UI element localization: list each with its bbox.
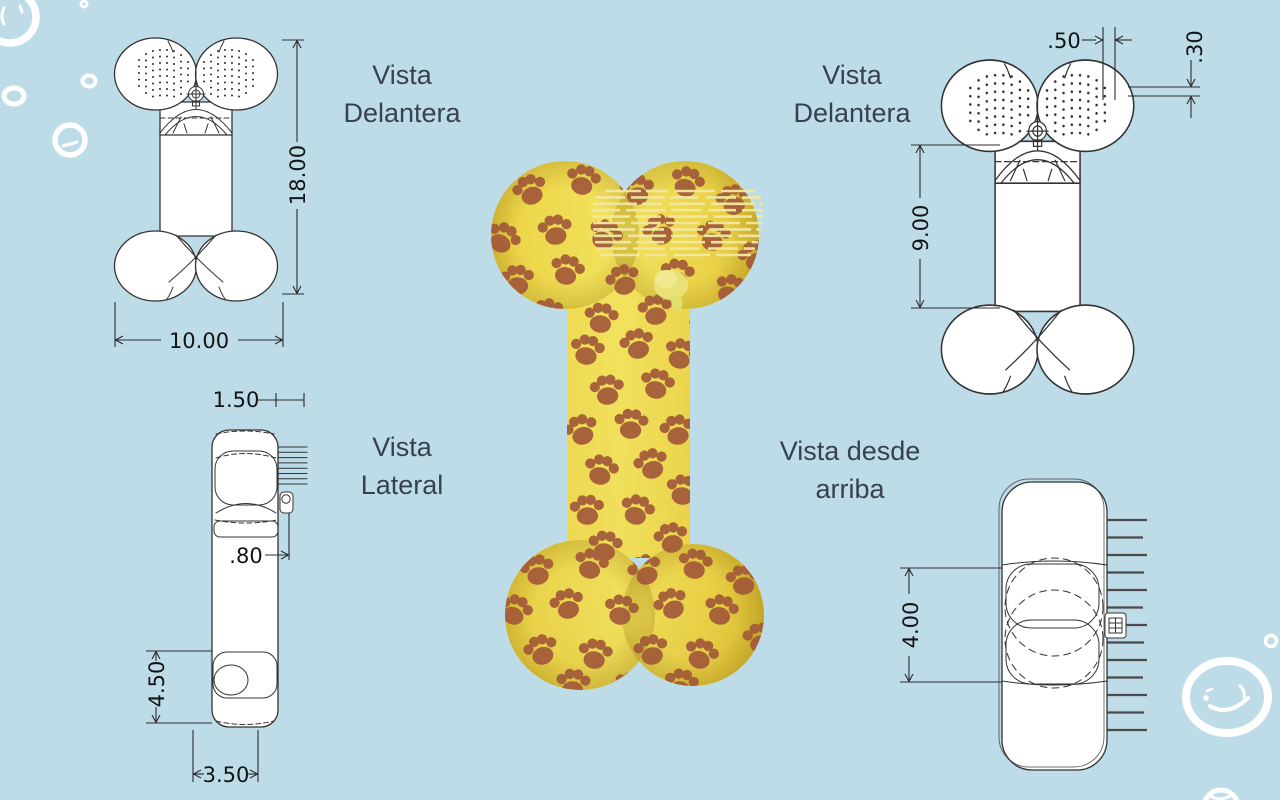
side-view-drawing: 1.50 .80 4.50 3.50	[145, 388, 308, 787]
bristles-3d	[592, 189, 763, 257]
dim-bristle-row-gap: .30	[1183, 30, 1207, 63]
side-knob-bolt	[279, 491, 294, 560]
dim-bristle-offset: .50	[1047, 29, 1080, 53]
label-line: Delantera	[343, 98, 461, 128]
label-line: Vista	[372, 432, 432, 462]
knob	[654, 270, 688, 311]
side-bristles	[277, 446, 308, 485]
top-view-drawing: 4.00	[899, 478, 1147, 771]
view-label-front-left: Vista Delantera	[302, 56, 502, 132]
top-bolt	[1104, 612, 1127, 639]
dimension-bottom-lobe-height: 4.50	[145, 650, 212, 724]
top-body	[998, 478, 1108, 771]
dimension-width: 10.00	[114, 302, 284, 353]
view-label-top: Vista desde arriba	[750, 432, 950, 508]
front-view-right-drawing: .50 .30 9.00	[909, 27, 1207, 396]
dimension-knob-offset: .80	[229, 544, 290, 568]
dim-knob-offset: .80	[229, 544, 262, 568]
dimension-height: 18.00	[282, 39, 310, 295]
dim-front-left-height: 18.00	[286, 145, 310, 205]
dim-bristle-length: 1.50	[213, 388, 260, 412]
side-body	[211, 429, 279, 728]
dimension-top-width: 4.00	[899, 567, 1002, 683]
dim-bottom-lobe-height: 4.50	[145, 661, 169, 708]
label-line: Vista	[822, 60, 882, 90]
dim-body-height: 9.00	[909, 205, 933, 252]
dimension-bristle-row-gap: .30	[1128, 30, 1207, 118]
label-line: Vista	[372, 60, 432, 90]
view-label-front-right: Vista Delantera	[752, 56, 952, 132]
bubble-doodle-top-left	[0, 0, 98, 158]
dim-top-width: 4.00	[899, 602, 923, 649]
label-line: arriba	[815, 474, 885, 504]
dim-front-left-width: 10.00	[169, 329, 229, 353]
dim-depth: 3.50	[203, 763, 250, 787]
bone-3d-render	[491, 161, 764, 690]
dimension-body-height: 9.00	[909, 144, 1000, 309]
view-label-side: Vista Lateral	[302, 428, 502, 504]
label-line: Vista desde	[779, 436, 921, 466]
label-line: Delantera	[793, 98, 911, 128]
dimension-bristle-length: 1.50	[213, 388, 305, 412]
dimension-depth: 3.50	[192, 730, 259, 787]
bubble-doodle-bottom-right	[1182, 633, 1279, 800]
dimension-bristle-offset: .50	[1047, 27, 1132, 100]
front-view-left-drawing: 18.00 10.00	[113, 36, 310, 353]
label-line: Lateral	[360, 470, 444, 500]
